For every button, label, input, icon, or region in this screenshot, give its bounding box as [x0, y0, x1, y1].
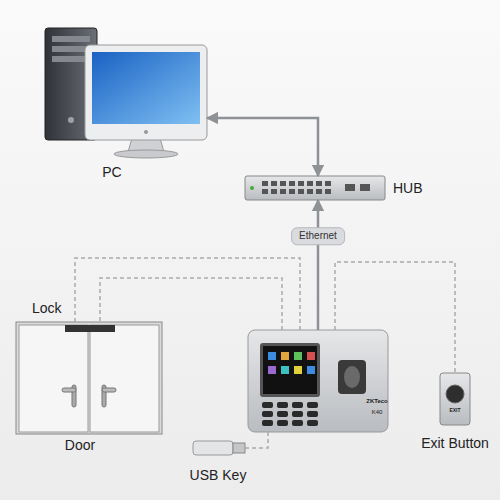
part-label: USB Key: [190, 467, 247, 483]
control-wire: [335, 262, 455, 373]
control-wire: [75, 258, 300, 330]
part-label: Exit Button: [421, 435, 489, 451]
network-link: [207, 118, 318, 176]
button-caption: EXIT: [449, 408, 460, 414]
part-label: Lock: [32, 300, 62, 316]
connector-line: [207, 118, 318, 176]
connector-line: [100, 278, 282, 330]
device-marking: K40: [372, 409, 383, 416]
connector-line: [245, 432, 268, 448]
network-hub: [245, 176, 385, 200]
exit-node: Exit Button: [440, 373, 470, 425]
door: [16, 322, 162, 434]
edge-label: Ethernet: [291, 227, 345, 245]
pc-node: PC: [40, 20, 207, 158]
hub-node: HUB: [245, 176, 385, 200]
part-label: PC: [102, 164, 121, 180]
access-terminal: [248, 330, 388, 432]
pc-monitor: [85, 45, 207, 158]
connector-line: [75, 258, 300, 330]
network-link: [318, 200, 319, 330]
door-node: LockDoor: [16, 322, 162, 434]
control-wire: [245, 432, 268, 448]
part-label: Door: [65, 437, 95, 453]
exit-button: [440, 373, 470, 425]
connector-line: [317, 200, 320, 330]
device-marking: ZKTeco: [366, 398, 388, 405]
part-label: HUB: [393, 180, 423, 196]
usb-key: [193, 441, 245, 455]
connector-line: [335, 262, 455, 373]
usb-node: USB Key: [193, 441, 245, 455]
terminal-node: ZKTecoK40: [248, 330, 388, 432]
